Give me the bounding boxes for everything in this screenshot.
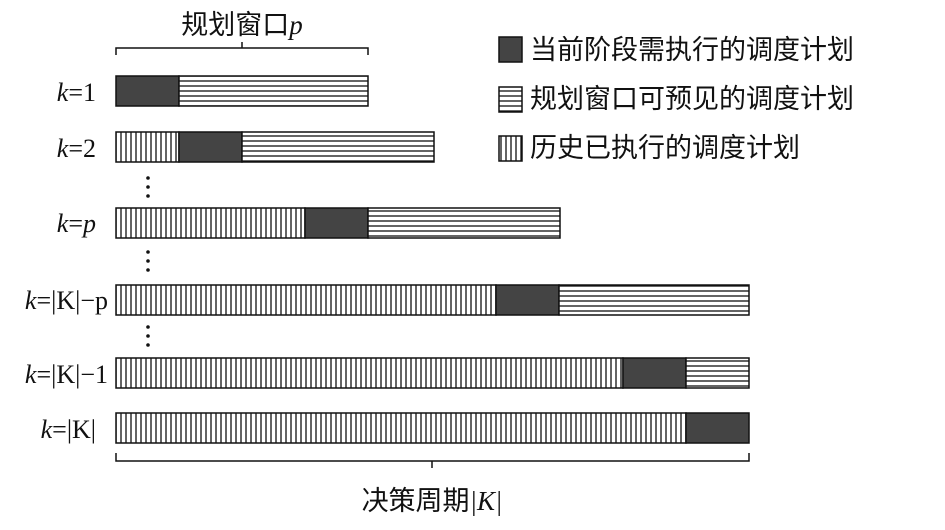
history-segment [115,131,180,163]
legend-item-visible: 规划窗口可预见的调度计划 [498,84,854,115]
legend-swatch-horizontal [498,86,523,113]
legend: 当前阶段需执行的调度计划 规划窗口可预见的调度计划 历史已执行的调度计划 [498,35,854,164]
history-segment [115,284,497,316]
bar-row-2: k=2 [57,131,435,163]
legend-item-current: 当前阶段需执行的调度计划 [498,35,854,66]
ellipsis-dots-1 [146,176,150,198]
legend-label-visible: 规划窗口可预见的调度计划 [530,84,854,115]
row-label-K: k=|K| [41,415,96,444]
legend-label-history: 历史已执行的调度计划 [530,133,800,164]
current-stage-segment [495,284,560,316]
legend-item-history: 历史已执行的调度计划 [498,133,800,164]
decision-cycle-brace [115,453,750,468]
row-label-p: k=p [57,209,96,238]
history-segment [115,207,306,239]
row-label-1: k=1 [57,78,96,107]
visible-plan-segment [558,284,750,316]
row-label-K-minus-1: k=|K|−1 [25,360,108,389]
current-stage-segment [622,357,687,389]
current-stage-segment [304,207,369,239]
bar-row-K: k=|K| [41,412,750,444]
ellipsis-dots-2 [146,250,150,272]
visible-plan-segment [367,207,561,239]
ellipsis-dots-3 [146,325,150,347]
current-stage-segment [115,75,180,107]
planning-window-brace [115,42,369,55]
decision-cycle-label: 决策周期|K| [362,486,503,517]
row-label-2: k=2 [57,134,96,163]
row-label-K-minus-p: k=|K|−p [25,286,108,315]
bar-row-1: k=1 [57,75,369,107]
planning-window-label: 规划窗口p [181,10,303,41]
legend-swatch-solid [498,36,523,63]
legend-label-current: 当前阶段需执行的调度计划 [530,35,854,66]
legend-swatch-vertical [498,135,523,162]
history-segment [115,412,687,444]
bar-row-K-minus-1: k=|K|−1 [25,357,750,389]
visible-plan-segment [685,357,750,389]
current-stage-segment [178,131,243,163]
bar-row-p: k=p [57,207,561,239]
bar-row-K-minus-p: k=|K|−p [25,284,750,316]
history-segment [115,357,624,389]
current-stage-segment [685,412,750,444]
visible-plan-segment [241,131,435,163]
visible-plan-segment [178,75,369,107]
